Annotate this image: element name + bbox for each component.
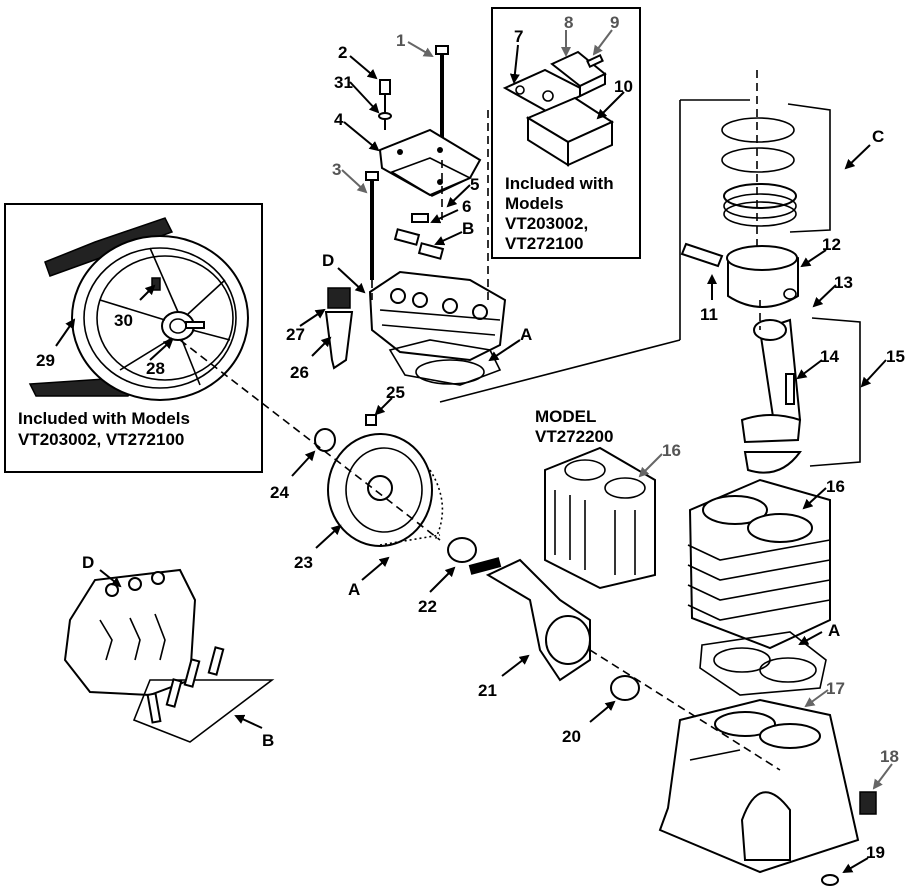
callout-18: 18 — [880, 747, 899, 766]
callout-17: 17 — [826, 679, 845, 698]
callout-b-head: B — [462, 219, 474, 238]
callout-21: 21 — [478, 681, 497, 700]
callout-20: 20 — [562, 727, 581, 746]
callout-16b: 16 — [826, 477, 845, 496]
callout-9: 9 — [610, 13, 619, 32]
pulley-inset: Included with Models VT203002, VT272100 — [4, 203, 263, 473]
callout-3: 3 — [332, 160, 341, 179]
callout-26: 26 — [290, 363, 309, 382]
model-label-line-1: MODEL — [535, 407, 596, 426]
valve-inset: Included with Models VT203002, VT272100 — [491, 7, 641, 259]
callout-30: 30 — [114, 311, 133, 330]
callout-23: 23 — [294, 553, 313, 572]
callout-2: 2 — [338, 43, 347, 62]
bearing-cover — [179, 339, 444, 547]
callout-16a: 16 — [662, 441, 681, 460]
key — [185, 321, 205, 329]
head-assembly — [324, 45, 507, 386]
callout-19: 19 — [866, 843, 885, 862]
callout-a-cylinder: A — [828, 621, 840, 640]
callout-28: 28 — [146, 359, 165, 378]
callout-arrows — [55, 29, 893, 874]
callout-25: 25 — [386, 383, 405, 402]
callout-29: 29 — [36, 351, 55, 370]
model-label-line-2: VT272200 — [535, 427, 613, 446]
callout-27: 27 — [286, 325, 305, 344]
cylinder — [687, 478, 831, 696]
callout-5: 5 — [470, 175, 479, 194]
callout-15: 15 — [886, 347, 905, 366]
callout-6: 6 — [462, 197, 471, 216]
valve-box-line-3: VT203002, — [505, 214, 588, 233]
pulley-box-line-2: VT203002, VT272100 — [18, 430, 184, 449]
callout-b-detail: B — [262, 731, 274, 750]
callout-22: 22 — [418, 597, 437, 616]
set-screw — [151, 277, 161, 291]
callout-8: 8 — [564, 13, 573, 32]
callout-c: C — [872, 127, 884, 146]
callout-a-cover: A — [348, 580, 360, 599]
callout-a-head: A — [520, 325, 532, 344]
model-vt272200-cylinder: MODEL VT272200 — [535, 407, 656, 590]
callout-d-detail: D — [82, 553, 94, 572]
callout-14: 14 — [820, 347, 839, 366]
callout-12: 12 — [822, 235, 841, 254]
callout-31: 31 — [334, 73, 353, 92]
callout-d-head: D — [322, 251, 334, 270]
crankcase — [658, 698, 877, 886]
piston-assembly — [439, 70, 861, 474]
callout-24: 24 — [270, 483, 289, 502]
crankshaft — [447, 537, 781, 771]
callout-11: 11 — [700, 305, 718, 324]
callout-13: 13 — [834, 273, 853, 292]
callout-4: 4 — [334, 110, 344, 129]
valve-plate-detail — [63, 568, 275, 743]
valve-box-line-1: Included with — [505, 174, 614, 193]
pulley-box-line-1: Included with Models — [18, 409, 190, 428]
callout-10: 10 — [614, 77, 633, 96]
callout-1: 1 — [396, 31, 405, 50]
valve-box-line-4: VT272100 — [505, 234, 583, 253]
callout-7: 7 — [514, 27, 523, 46]
callout-labels: 1 2 3 4 5 6 7 8 9 10 11 12 13 14 15 16 1… — [36, 13, 905, 862]
valve-box-line-2: Models — [505, 194, 564, 213]
